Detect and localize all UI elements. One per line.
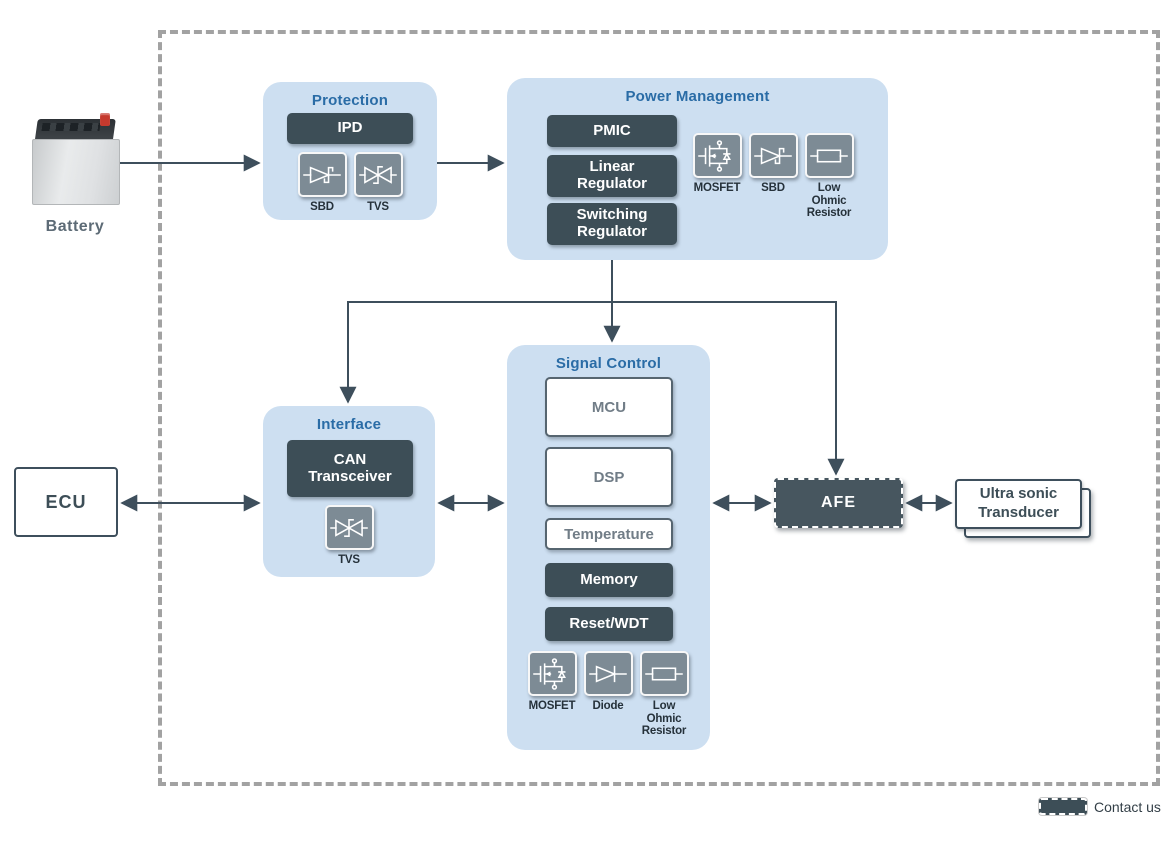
chip-switching-regulator: Switching Regulator: [547, 203, 677, 245]
system-boundary: [158, 30, 1160, 786]
battery-image: [28, 105, 123, 213]
legend-contact-us[interactable]: Contact us: [1039, 798, 1161, 815]
panel-interface: Interface CAN Transceiver TVS: [263, 406, 435, 577]
box-dsp: DSP: [545, 447, 673, 507]
component-low-ohmic-resistor: Low Ohmic Resistor: [803, 133, 855, 220]
panel-signal-control: Signal Control MCU DSP Temperature Memor…: [507, 345, 710, 750]
component-diode: Diode: [582, 651, 634, 713]
resistor-icon: [804, 133, 854, 178]
component-low-ohmic-resistor: Low Ohmic Resistor: [638, 651, 690, 738]
tvs-diode-icon: [353, 152, 403, 197]
component-sbd: SBD: [296, 152, 348, 214]
tvs-label: TVS: [338, 554, 360, 566]
contact-us-label: Contact us: [1094, 798, 1161, 815]
contact-us-swatch-icon: [1039, 798, 1087, 815]
resistor-label: Low Ohmic Resistor: [641, 700, 687, 738]
mosfet-label: MOSFET: [528, 700, 576, 712]
tvs-diode-icon: [324, 505, 374, 550]
box-mcu: MCU: [545, 377, 673, 437]
sbd-label: SBD: [310, 201, 334, 213]
battery-terminal: [100, 113, 110, 126]
panel-signal-control-title: Signal Control: [555, 355, 662, 372]
mosfet-icon: [692, 133, 742, 178]
chip-reset-wdt: Reset/WDT: [545, 607, 673, 641]
sbd-diode-icon: [297, 152, 347, 197]
sbd-diode-icon: [748, 133, 798, 178]
panel-protection: Protection IPD SBD TVS: [263, 82, 437, 220]
tvs-label: TVS: [367, 201, 389, 213]
diode-icon: [583, 651, 633, 696]
component-mosfet: MOSFET: [526, 651, 578, 713]
panel-power-management: Power Management PMIC Linear Regulator S…: [507, 78, 888, 260]
panel-protection-title: Protection: [311, 92, 389, 109]
sbd-label: SBD: [761, 182, 785, 194]
component-sbd: SBD: [747, 133, 799, 195]
resistor-label: Low Ohmic Resistor: [806, 182, 852, 220]
component-tvs: TVS: [323, 505, 375, 567]
resistor-icon: [639, 651, 689, 696]
afe-contact-box[interactable]: AFE: [774, 478, 903, 528]
component-tvs: TVS: [352, 152, 404, 214]
mosfet-icon: [527, 651, 577, 696]
mosfet-label: MOSFET: [693, 182, 741, 194]
panel-power-management-title: Power Management: [625, 88, 770, 105]
component-mosfet: MOSFET: [691, 133, 743, 195]
box-ecu: ECU: [14, 467, 118, 537]
chip-can-transceiver: CAN Transceiver: [287, 440, 413, 497]
box-temperature: Temperature: [545, 518, 673, 550]
battery-body: [32, 139, 120, 205]
box-ultrasonic-transducer: Ultra sonic Transducer: [955, 479, 1082, 529]
chip-ipd: IPD: [287, 113, 413, 144]
chip-linear-regulator: Linear Regulator: [547, 155, 677, 197]
battery-label: Battery: [45, 218, 105, 235]
chip-memory: Memory: [545, 563, 673, 597]
diode-label: Diode: [592, 700, 624, 712]
panel-interface-title: Interface: [316, 416, 382, 433]
chip-pmic: PMIC: [547, 115, 677, 147]
battery-cells: [41, 123, 101, 131]
